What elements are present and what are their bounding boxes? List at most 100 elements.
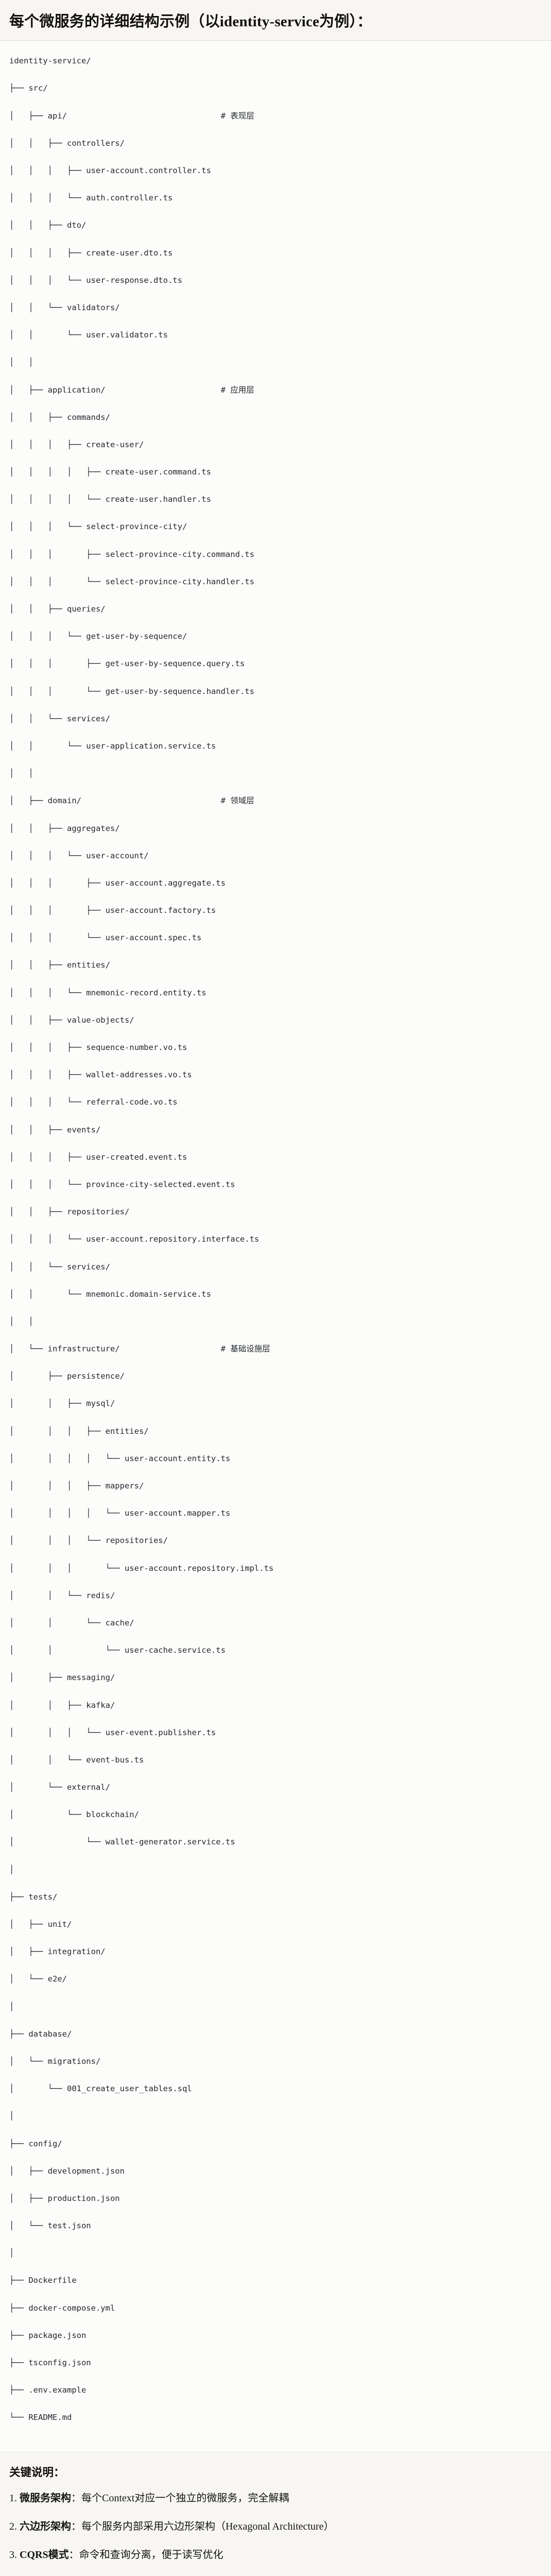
tree-row: │ ├── unit/ bbox=[9, 1918, 542, 1931]
tree-node-label: ├── docker-compose.yml bbox=[9, 2303, 115, 2313]
key-notes-title: 关键说明： bbox=[9, 2464, 542, 2480]
tree-node-label: │ └── external/ bbox=[9, 1783, 110, 1792]
tree-row: │ │ ├── entities/ bbox=[9, 958, 542, 972]
document-header: 每个微服务的详细结构示例（以identity-service为例）： bbox=[0, 0, 551, 41]
tree-row: │ │ └── user-application.service.ts bbox=[9, 739, 542, 753]
tree-row: ├── tsconfig.json bbox=[9, 2356, 542, 2370]
tree-node-label: │ bbox=[9, 2002, 14, 2011]
tree-node-label: │ └── 001_create_user_tables.sql bbox=[9, 2084, 192, 2093]
tree-node-label: │ │ ├── queries/ bbox=[9, 604, 106, 614]
tree-node-label: │ │ ├── repositories/ bbox=[9, 1207, 129, 1216]
tree-row: │ ├── application/ # 应用层 bbox=[9, 383, 542, 397]
tree-row: │ │ │ │ ├── create-user.command.ts bbox=[9, 465, 542, 479]
tree-comment-gap bbox=[67, 111, 221, 121]
tree-node-label: │ │ ├── mysql/ bbox=[9, 1399, 115, 1408]
tree-row: │ └── migrations/ bbox=[9, 2055, 542, 2069]
tree-node-label: │ │ │ └── select-province-city.handler.t… bbox=[9, 577, 254, 586]
tree-node-label: │ └── e2e/ bbox=[9, 1974, 67, 1984]
tree-row: │ ├── messaging/ bbox=[9, 1671, 542, 1685]
tree-node-label: │ │ └── user-cache.service.ts bbox=[9, 1646, 226, 1655]
tree-node-label: │ │ │ └── user-event.publisher.ts bbox=[9, 1728, 216, 1737]
tree-row: │ │ │ └── user-response.dto.ts bbox=[9, 274, 542, 287]
tree-row: │ │ └── event-bus.ts bbox=[9, 1753, 542, 1767]
tree-node-label: │ │ └── user-application.service.ts bbox=[9, 741, 216, 751]
tree-node-label: │ │ │ └── select-province-city/ bbox=[9, 522, 187, 531]
tree-row: │ bbox=[9, 2000, 542, 2014]
tree-row: │ │ │ ├── user-account.factory.ts bbox=[9, 904, 542, 918]
tree-row: │ │ │ ├── user-created.event.ts bbox=[9, 1150, 542, 1164]
tree-node-label: │ └── migrations/ bbox=[9, 2057, 100, 2066]
tree-node-label: │ ├── application/ bbox=[9, 385, 106, 395]
tree-node-label: │ │ │ └── repositories/ bbox=[9, 1536, 168, 1545]
tree-node-label: │ │ │ ├── entities/ bbox=[9, 1427, 149, 1436]
tree-row: │ │ │ └── mnemonic-record.entity.ts bbox=[9, 986, 542, 1000]
tree-row: │ bbox=[9, 1863, 542, 1877]
tree-row: │ ├── integration/ bbox=[9, 1945, 542, 1959]
tree-node-label: │ │ ├── kafka/ bbox=[9, 1701, 115, 1710]
tree-node-label: │ ├── unit/ bbox=[9, 1920, 72, 1929]
tree-row: │ │ │ └── user-event.publisher.ts bbox=[9, 1726, 542, 1740]
tree-node-label: │ │ ├── commands/ bbox=[9, 413, 110, 422]
tree-node-label: │ │ │ ├── user-account.controller.ts bbox=[9, 166, 211, 175]
key-note-number: 1. bbox=[9, 2493, 20, 2504]
tree-row: │ │ │ └── user-account.repository.impl.t… bbox=[9, 1562, 542, 1575]
tree-row: │ └── test.json bbox=[9, 2219, 542, 2233]
key-note-term: 微服务架构 bbox=[20, 2493, 71, 2504]
tree-row: │ │ ├── events/ bbox=[9, 1123, 542, 1137]
tree-row: │ ├── persistence/ bbox=[9, 1369, 542, 1383]
tree-node-label: │ │ │ ├── user-account.aggregate.ts bbox=[9, 878, 226, 888]
key-note-term: 六边形架构 bbox=[20, 2521, 71, 2532]
tree-row: │ │ └── redis/ bbox=[9, 1589, 542, 1603]
tree-node-label: │ ├── production.json bbox=[9, 2194, 120, 2203]
tree-node-label: │ │ └── user.validator.ts bbox=[9, 330, 168, 340]
tree-node-label: │ │ │ │ └── user-account.mapper.ts bbox=[9, 1509, 230, 1518]
tree-row: │ │ └── cache/ bbox=[9, 1616, 542, 1630]
tree-row: │ │ │ ├── get-user-by-sequence.query.ts bbox=[9, 657, 542, 671]
tree-layer-comment: # 应用层 bbox=[221, 385, 254, 395]
tree-row: │ │ ├── kafka/ bbox=[9, 1699, 542, 1713]
tree-row: │ │ │ ├── user-account.aggregate.ts bbox=[9, 876, 542, 890]
tree-row: │ │ bbox=[9, 1315, 542, 1329]
tree-row: │ │ ├── value-objects/ bbox=[9, 1013, 542, 1027]
tree-node-label: │ │ │ └── auth.controller.ts bbox=[9, 193, 173, 202]
tree-node-label: │ │ │ ├── create-user.dto.ts bbox=[9, 248, 173, 258]
tree-row: │ └── blockchain/ bbox=[9, 1808, 542, 1822]
tree-row: │ ├── api/ # 表现层 bbox=[9, 109, 542, 123]
tree-row: │ │ │ └── user-account.spec.ts bbox=[9, 931, 542, 945]
tree-row: │ │ ├── commands/ bbox=[9, 411, 542, 425]
directory-tree: identity-service/ ├── src/ │ ├── api/ # … bbox=[9, 54, 542, 2438]
key-note-term: CQRS模式 bbox=[20, 2549, 69, 2561]
key-note-item: 1. 微服务架构：每个Context对应一个独立的微服务，完全解耦 bbox=[9, 2491, 542, 2506]
tree-node-label: │ └── test.json bbox=[9, 2221, 91, 2230]
tree-node-label: │ │ └── validators/ bbox=[9, 303, 120, 312]
tree-node-label: │ │ ├── entities/ bbox=[9, 960, 110, 970]
tree-row: │ │ ├── mysql/ bbox=[9, 1397, 542, 1411]
key-note-description: 命令和查询分离，便于读写优化 bbox=[79, 2549, 223, 2561]
tree-node-label: │ └── infrastructure/ bbox=[9, 1344, 120, 1353]
tree-node-label: └── README.md bbox=[9, 2413, 72, 2422]
tree-row: │ │ │ └── get-user-by-sequence/ bbox=[9, 630, 542, 643]
tree-comment-gap bbox=[120, 1344, 221, 1353]
tree-row: ├── config/ bbox=[9, 2137, 542, 2151]
tree-node-label: │ bbox=[9, 1865, 14, 1874]
tree-row: │ │ └── validators/ bbox=[9, 301, 542, 315]
tree-node-label: │ ├── persistence/ bbox=[9, 1371, 125, 1381]
tree-node-label: │ │ │ └── user-account/ bbox=[9, 851, 149, 860]
tree-node-label: ├── src/ bbox=[9, 83, 48, 93]
tree-layer-comment: # 基础设施层 bbox=[221, 1344, 270, 1353]
key-note-number: 2. bbox=[9, 2521, 20, 2532]
tree-node-label: │ └── blockchain/ bbox=[9, 1810, 139, 1819]
tree-row: │ bbox=[9, 2246, 542, 2260]
tree-node-label: │ │ └── services/ bbox=[9, 714, 110, 723]
tree-node-label: ├── package.json bbox=[9, 2331, 86, 2340]
tree-node-label: │ ├── development.json bbox=[9, 2166, 125, 2176]
tree-node-label: │ │ ├── value-objects/ bbox=[9, 1015, 134, 1025]
tree-node-label: │ bbox=[9, 2248, 14, 2258]
tree-node-label: │ │ │ ├── wallet-addresses.vo.ts bbox=[9, 1070, 192, 1079]
tree-node-label: │ │ bbox=[9, 1317, 33, 1326]
tree-node-label: │ │ │ ├── create-user/ bbox=[9, 440, 144, 449]
tree-row: │ │ ├── queries/ bbox=[9, 602, 542, 616]
tree-row: │ │ │ │ └── create-user.handler.ts bbox=[9, 493, 542, 506]
tree-node-label: │ │ │ │ └── user-account.entity.ts bbox=[9, 1454, 230, 1463]
tree-comment-gap bbox=[106, 385, 221, 395]
